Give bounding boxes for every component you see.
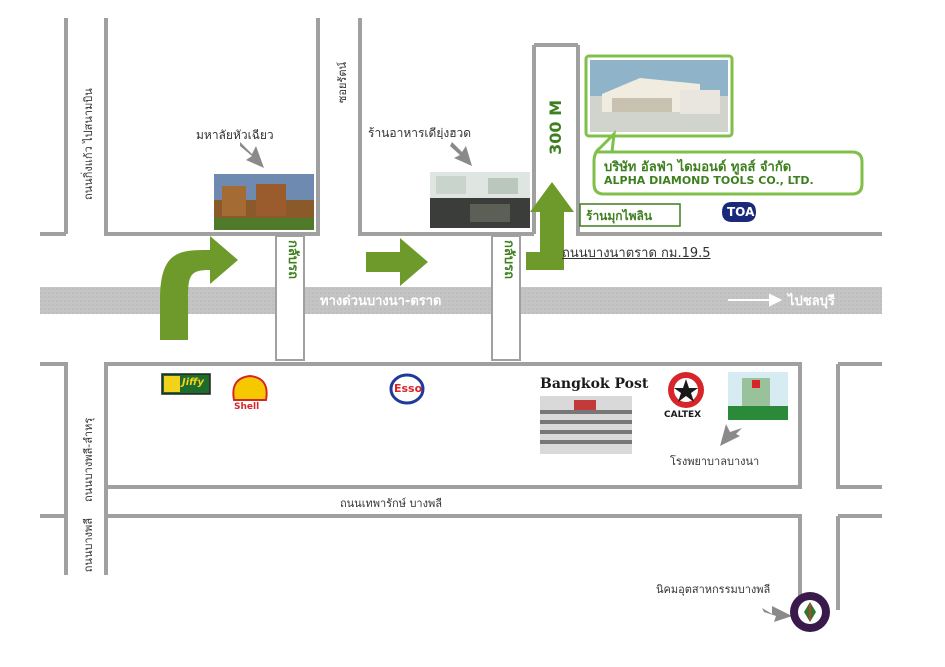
u-turn-lane-right [491, 235, 521, 361]
caltex-logo-text: CALTEX [664, 410, 702, 420]
bangna-trat-label: ถนนบางนาตราด กม.19.5 [562, 246, 711, 261]
distance-label: 300 M [546, 100, 565, 155]
shell-logo-text: Shell [234, 402, 260, 412]
jiffy-logo-text: Jiffy [182, 377, 204, 388]
pointer-industrial [762, 606, 792, 622]
hospital-photo [728, 372, 788, 420]
expressway-label: ทางด่วนบางนา-ตราด [320, 294, 442, 309]
pointer-restaurant [450, 142, 472, 166]
bangkok-post-text: Bangkok Post [540, 376, 649, 392]
jiffy-logo [161, 373, 211, 395]
industrial-estate-label: นิคมอุตสาหกรรมบางพลี [656, 583, 771, 596]
thepharak-label: ถนนเทพารักษ์ บางพลี [340, 497, 442, 510]
esso-logo [389, 373, 425, 405]
pearl-shop-label: ร้านมุกไพลิน [586, 209, 653, 223]
chonburi-label: ไปชลบุรี [788, 294, 835, 309]
caltex-logo [668, 372, 704, 408]
turn-up-arrow [526, 182, 574, 270]
road-outlines [40, 18, 882, 610]
direction-arrow [728, 293, 783, 307]
pearl-shop-box [579, 203, 681, 227]
restaurant-label: ร้านอาหารเดียฺ่งฮวด [368, 126, 472, 140]
bangkok-post-photo [540, 396, 632, 454]
straight-arrow [366, 238, 428, 286]
restaurant-photo [430, 172, 530, 228]
esso-logo-text: Esso [394, 382, 423, 395]
university-label: มหาลัยหัวเฉียว [196, 128, 274, 142]
route-arrows [160, 182, 574, 340]
company-callout [592, 129, 864, 196]
kingkaew-label: ถนนกิ่งแก้ว ไปสนามบิน [82, 88, 95, 200]
company-name-th: บริษัท อัลฟ่า ไดมอนด์ ทูลส์ จำกัด [604, 160, 792, 175]
toa-logo [722, 202, 756, 222]
company-name-en: ALPHA DIAMOND TOOLS CO., LTD. [604, 174, 814, 187]
company-photo [584, 54, 734, 138]
soi-label: ซอยรัตน์ [336, 62, 349, 104]
pointer-hospital [720, 424, 742, 446]
bangna-left-label: ถนนบางพลี [82, 518, 95, 573]
u-turn-left-label: กลับรถ [285, 240, 300, 279]
hospital-label: โรงพยาบาลบางนา [670, 455, 760, 468]
u-turn-lane-left [275, 235, 305, 361]
u-turn-right-label: กลับรถ [501, 240, 516, 279]
pointer-arrows [240, 142, 792, 622]
pointer-university [240, 142, 264, 168]
toa-logo-text: TOA [727, 205, 755, 219]
bangphli-samut-label: ถนนบางพลี-ลำหรุ [82, 417, 95, 502]
industrial-estate-logo [790, 592, 830, 632]
shell-logo [232, 374, 270, 412]
university-photo [214, 174, 314, 230]
u-turn-arrow [160, 236, 238, 340]
